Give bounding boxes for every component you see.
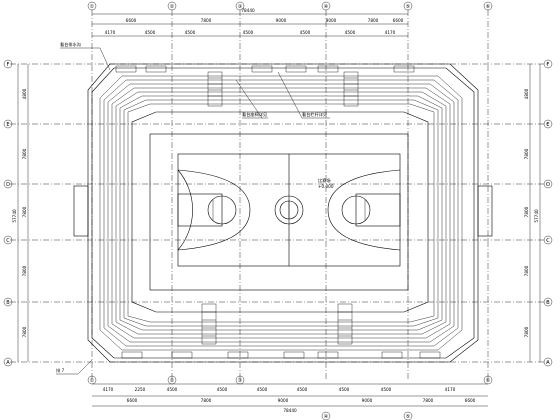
top-sub-dim: 4500: [185, 30, 196, 35]
grid-axis-bubble-icon: ⑤: [406, 4, 410, 10]
grid-axis-bubble-icon: ②: [170, 4, 175, 10]
top-sub-dim: 4170: [105, 30, 116, 35]
horizontal-grid-lines: [10, 63, 548, 363]
bottom-overall-dim: 78440: [283, 408, 297, 413]
grid-axis-bubble-icon: E: [6, 122, 9, 128]
grid-axis-bubble-icon: E: [546, 122, 549, 128]
left-bay-dim: 7800: [22, 326, 27, 337]
bottom-sub-dim: 4500: [381, 387, 392, 392]
top-sub-dim: 4500: [345, 30, 356, 35]
top-sub-dim: 4500: [300, 30, 311, 35]
side-entrances: [73, 185, 493, 237]
top-bay-dim: 7800: [368, 18, 379, 23]
grid-axis-bubble-icon: C: [6, 238, 10, 244]
top-axis-bubbles: ① ② ③ ④ ⑤ ⑥: [87, 1, 493, 11]
top-overall-dim: 78440: [241, 8, 255, 13]
court-label: 比赛场: [318, 177, 331, 184]
seating-tiers: [99, 75, 463, 351]
bottom-bay-dim: 7800: [201, 398, 212, 403]
grid-axis-bubble-icon: D: [6, 182, 10, 188]
bottom-dimension-chain: 4170 2250 4500 4500 4500 4500 4500 4500 …: [92, 383, 488, 413]
grid-axis-bubble-icon: C: [546, 238, 550, 244]
bottom-sub-dim: 4500: [297, 387, 308, 392]
grid-axis-bubble-icon: ②: [170, 378, 175, 384]
top-sub-dim: 4500: [145, 30, 156, 35]
top-sub-dim: 4500: [243, 30, 254, 35]
bottom-sub-dim: 4500: [167, 387, 178, 392]
right-bay-dim: 7800: [524, 206, 529, 217]
grid-axis-bubble-icon: F: [7, 62, 10, 68]
grid-axis-bubble-icon: ③: [238, 4, 242, 10]
bottom-bay-dim: 6600: [127, 398, 138, 403]
grid-axis-bubble-icon: ③: [238, 378, 242, 384]
grid-axis-bubble-icon: A: [546, 360, 550, 366]
grid-axis-bubble-icon: D: [546, 182, 550, 188]
bottom-sub-dim: 4170: [103, 387, 114, 392]
grid-axis-bubble-icon: ④: [324, 414, 329, 420]
bottom-left-note: 排 7: [56, 367, 65, 374]
grid-axis-bubble-icon: B: [546, 300, 550, 306]
grid-axis-bubble-icon: ①: [90, 4, 95, 10]
vertical-grid-lines: [91, 10, 489, 380]
perimeter-rooms: [115, 65, 441, 359]
bottom-sub-dim: 2250: [135, 387, 146, 392]
top-left-note: 看台排水沟: [60, 41, 81, 48]
top-bay-dim: 9000: [326, 18, 337, 23]
right-overall-dim: 57740: [534, 209, 539, 223]
right-bay-dim: 7800: [524, 326, 529, 337]
right-bay-dim: 7800: [524, 265, 529, 276]
top-bay-dim: 6600: [393, 18, 404, 23]
top-bay-dim: 7800: [201, 18, 212, 23]
left-axis-bubbles: F E D C B A 57740 4800 7800 7800 7800 78…: [3, 59, 29, 367]
bottom-bay-dim: 9000: [278, 398, 289, 403]
top-sub-dim: 4170: [385, 30, 396, 35]
left-bay-dim: 7800: [22, 265, 27, 276]
right-axis-bubbles: F E D C B A 57740 4800 7800 7800 7800 78…: [524, 59, 553, 367]
left-bay-dim: 4800: [22, 88, 27, 99]
grid-axis-bubble-icon: ④: [324, 4, 329, 10]
top-aisles: [207, 71, 359, 107]
bottom-sub-dim: 4500: [257, 387, 268, 392]
bottom-sub-dim: 4170: [445, 387, 456, 392]
right-bay-dim: 7800: [524, 148, 529, 159]
bottom-bay-dim: 6600: [465, 398, 476, 403]
top-bay-dim: 6600: [126, 18, 137, 23]
upper-note-2: 看台栏杆详见: [302, 111, 327, 118]
top-bay-dim: 9000: [276, 18, 287, 23]
left-overall-dim: 57740: [12, 209, 17, 223]
left-bay-dim: 7800: [22, 206, 27, 217]
bottom-sub-dim: 4500: [339, 387, 350, 392]
grid-axis-bubble-icon: ⑤: [406, 414, 410, 420]
top-dimension-chain: 78440 6600 7800 9000 9000 7800 6600 4170…: [92, 8, 408, 37]
left-bay-dim: 7800: [22, 148, 27, 159]
court-area: +0.000: [318, 184, 334, 189]
right-bay-dim: 4800: [524, 88, 529, 99]
bottom-bay-dim: 9000: [362, 398, 373, 403]
basketball-court-icon: [149, 133, 409, 291]
grid-axis-bubble-icon: ①: [90, 378, 95, 384]
grid-axis-bubble-icon: ⑥: [486, 378, 491, 384]
bottom-bay-dim: 7800: [423, 398, 434, 403]
bottom-aisles: [201, 303, 353, 345]
outer-wall: [87, 63, 479, 363]
grid-axis-bubble-icon: B: [6, 300, 10, 306]
upper-note-1: 看台座椅详见: [242, 111, 267, 118]
grid-axis-bubble-icon: F: [547, 62, 550, 68]
bottom-sub-dim: 4500: [217, 387, 228, 392]
bottom-axis-bubbles: ① ② ③ ④ ⑤ ⑥: [87, 375, 493, 420]
grid-axis-bubble-icon: ⑥: [486, 4, 491, 10]
grid-axis-bubble-icon: A: [6, 360, 10, 366]
